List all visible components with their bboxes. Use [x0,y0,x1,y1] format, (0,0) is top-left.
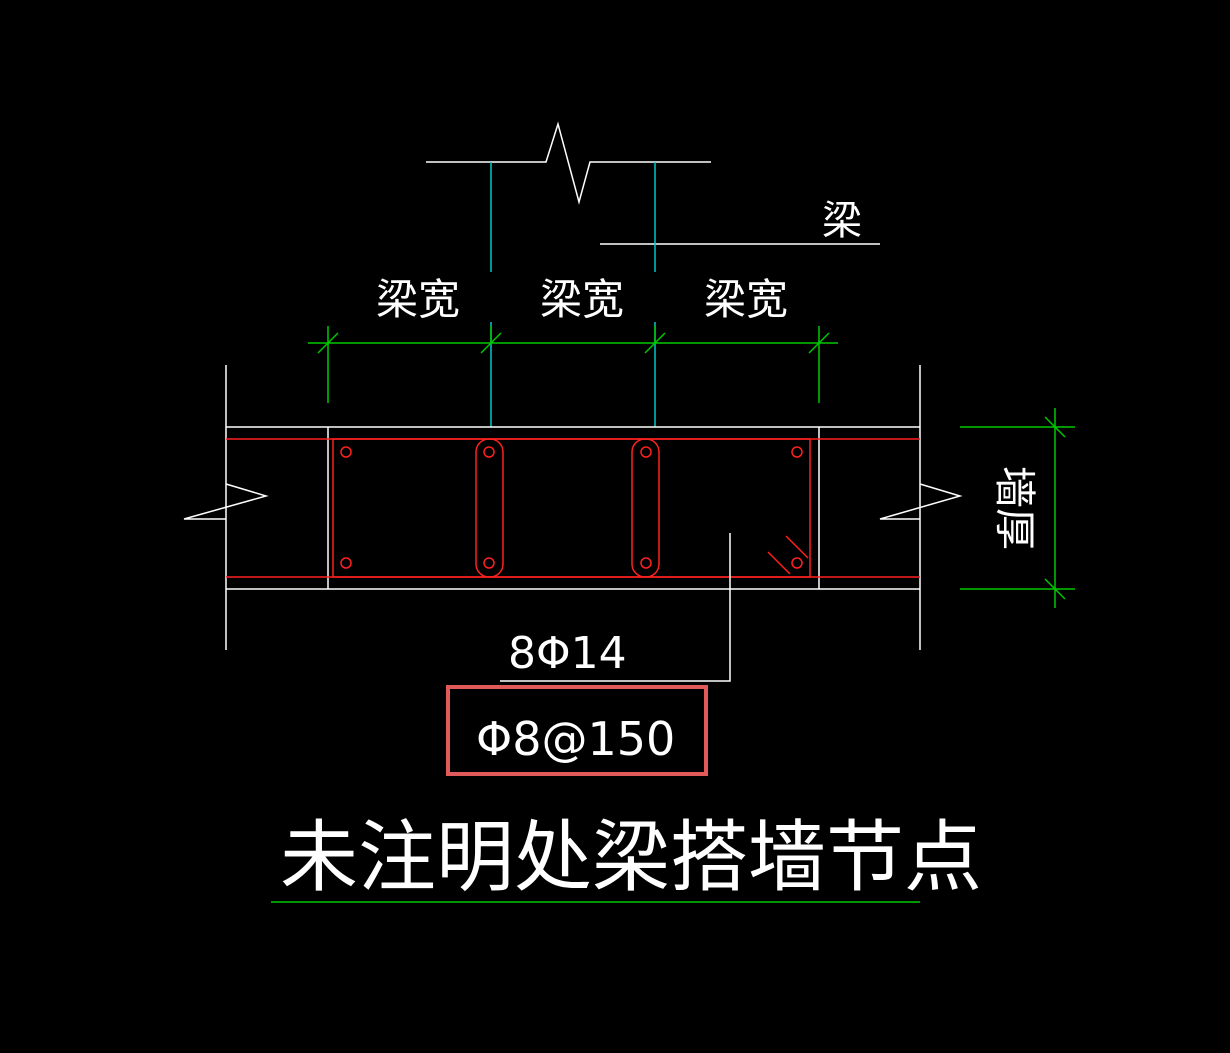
wall-thickness-label: 墙厚 [990,466,1039,550]
beam-width-label-2: 梁宽 [540,275,624,324]
wall-break-right [879,483,963,520]
beam-width-dimension [308,326,838,403]
stirrup-hook [767,535,809,575]
longitudinal-bar-label: 8Φ14 [508,628,627,679]
rebar-leader [500,533,731,682]
wall-thickness-dimension [960,408,1075,608]
stirrup-highlight-box [446,685,708,776]
drawing-caption: 未注明处梁搭墙节点 [280,813,982,903]
top-break-line [426,121,711,205]
stirrup-label: Φ8@150 [476,712,675,766]
stirrup-inner-1 [475,438,504,578]
wall-rebar [226,438,920,578]
stirrup-inner-2 [631,438,660,578]
beam-width-label-3: 梁宽 [704,275,788,324]
longitudinal-bars [340,446,803,569]
beam-width-label-1: 梁宽 [376,275,460,324]
beam-label: 梁 [822,198,862,244]
stirrup-outer [332,438,811,578]
wall-outline [225,365,921,650]
wall-break-left [183,483,269,520]
